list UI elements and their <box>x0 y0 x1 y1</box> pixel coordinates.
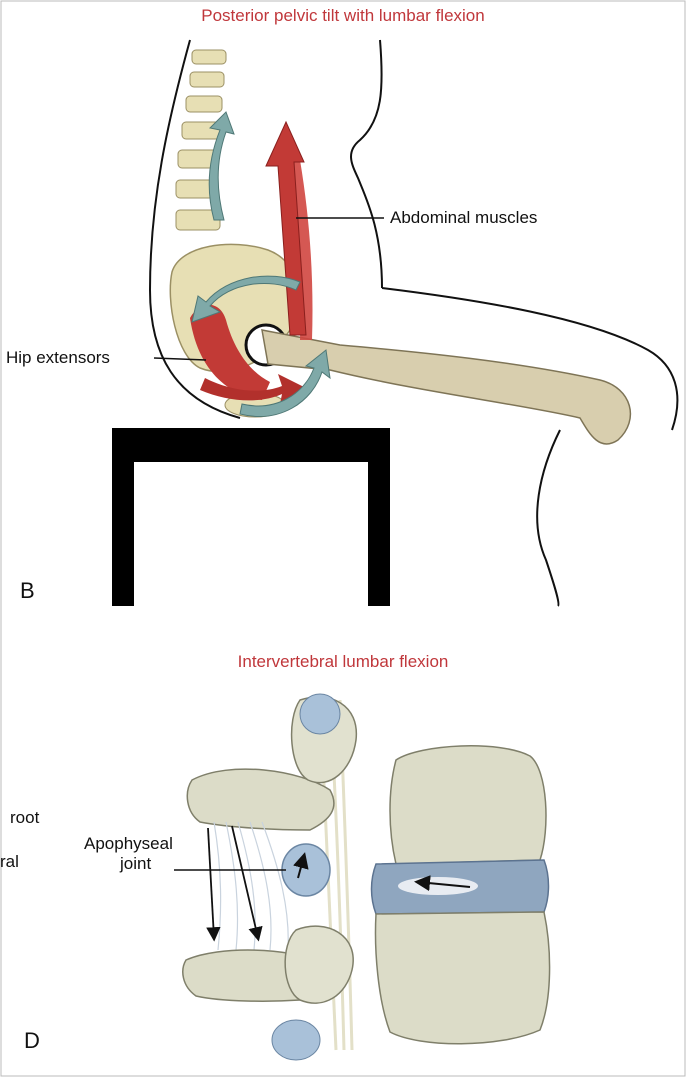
leg-outline <box>536 429 561 607</box>
interspinous-ligament <box>213 821 289 951</box>
apophyseal-label-line2: joint <box>120 854 152 873</box>
abdominal-muscles-label: Abdominal muscles <box>390 208 538 227</box>
upper-spinous-process <box>186 768 335 831</box>
root-label-cut: root <box>10 808 40 827</box>
lower-articular <box>284 925 354 1004</box>
nucleus-arrow <box>414 875 471 892</box>
apophyseal-joint <box>281 843 331 897</box>
lumbar-spine <box>175 49 227 231</box>
lower-facet-cartilage <box>271 1019 321 1061</box>
upper-facet-cartilage <box>299 693 341 735</box>
hip-rotation-arrow <box>239 349 331 417</box>
apophyseal-arrow <box>293 852 309 879</box>
upper-vertebral-body <box>389 745 547 865</box>
spine-rotation-arrow <box>208 111 235 221</box>
pelvis-rotation-arrow <box>191 275 301 323</box>
ligament-arrow-2 <box>231 825 263 942</box>
panel-b-letter: B <box>20 578 35 603</box>
thigh-outline-top <box>381 287 679 431</box>
apophyseal-label-line1: Apophyseal <box>84 834 173 853</box>
stool <box>112 428 390 606</box>
hip-extensors-label: Hip extensors <box>6 348 110 367</box>
panel-d-letter: D <box>24 1028 40 1053</box>
ral-label-cut: ral <box>0 852 19 871</box>
hip-extensor-muscle <box>190 304 270 400</box>
panel-d-title: Intervertebral lumbar flexion <box>237 652 449 671</box>
panel-b-title: Posterior pelvic tilt with lumbar flexio… <box>201 6 485 25</box>
body-outline-front <box>350 39 383 289</box>
hip-extensor-leader <box>153 357 207 361</box>
hip-extensor-arrow <box>200 374 306 404</box>
femur <box>261 329 632 445</box>
ligament-arrow-1 <box>206 827 221 942</box>
lower-vertebral-body <box>374 911 551 1045</box>
body-outline-back <box>148 39 241 419</box>
